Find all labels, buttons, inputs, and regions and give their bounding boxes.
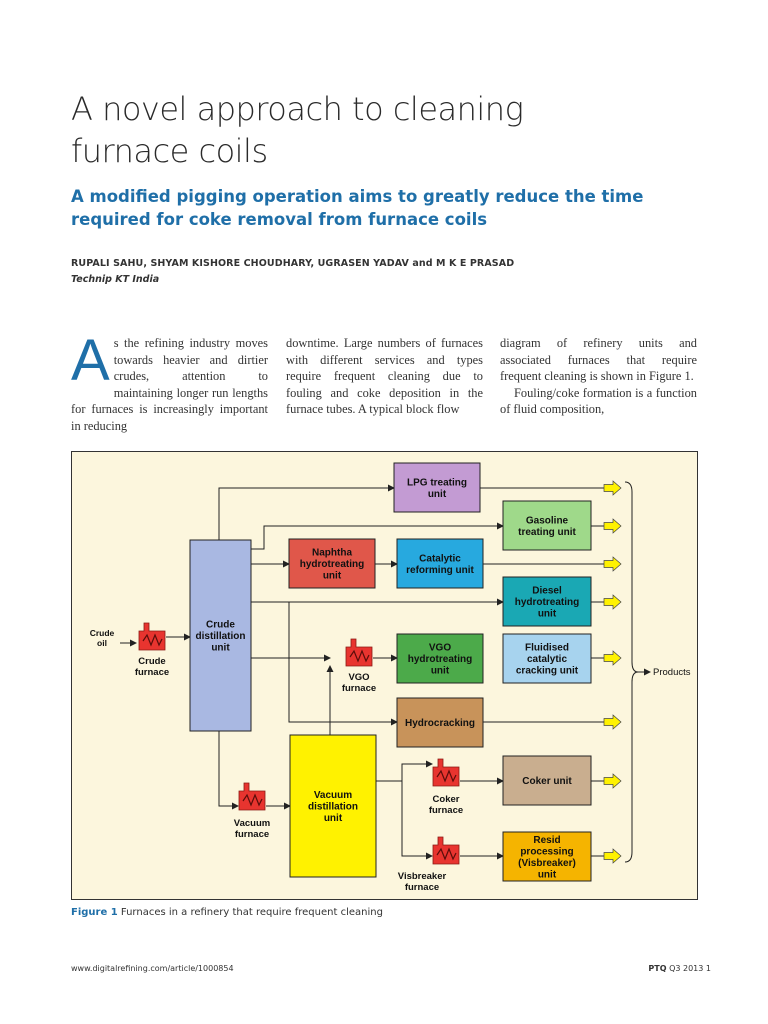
paragraph: Fouling/coke formation is a function of …	[500, 385, 697, 417]
unit-label-resid: (Visbreaker)	[518, 858, 576, 869]
unit-label-resid: processing	[520, 846, 573, 857]
unit-label-diesel: hydrotreating	[515, 597, 579, 608]
furnace-label-vgo: VGO	[348, 672, 369, 683]
unit-box-fcc	[502, 633, 592, 684]
flow-line	[401, 781, 433, 860]
furnace-icon-visbreaker	[432, 836, 460, 865]
unit-label-crude: Crude	[206, 620, 235, 631]
unit-box-crude	[189, 539, 252, 732]
unit-label-coker: Coker unit	[522, 776, 572, 787]
furnace-label-visbreaker: Visbreaker	[398, 871, 447, 882]
unit-box-diesel	[502, 576, 592, 627]
flow-line	[288, 602, 398, 726]
unit-label-catref: Catalytic	[419, 553, 461, 564]
unit-box-gasoline	[502, 500, 592, 551]
furnace-label-vgo: furnace	[342, 683, 376, 694]
unit-label-diesel: Diesel	[532, 586, 562, 597]
product-arrow-icon	[603, 594, 622, 610]
unit-label-vgo: unit	[431, 666, 450, 677]
product-arrow-icon	[603, 848, 622, 864]
unit-label-lpg: LPG treating	[407, 477, 467, 488]
unit-label-vacuum: Vacuum	[314, 790, 352, 801]
unit-box-catref	[396, 538, 484, 589]
furnace-label-visbreaker: furnace	[405, 882, 439, 893]
footer-journal: PTQ	[648, 964, 667, 973]
unit-label-vacuum: unit	[324, 813, 343, 824]
unit-label-diesel: unit	[538, 609, 557, 620]
product-arrow-icon	[603, 650, 622, 666]
footer-page: PTQ Q3 2013 1	[648, 964, 711, 973]
product-arrow-icon	[603, 518, 622, 534]
furnace-icon-coker	[432, 758, 460, 787]
flow-line	[376, 760, 433, 782]
flow-line	[218, 484, 395, 540]
author-list: RUPALI SAHU, SHYAM KISHORE CHOUDHARY, UG…	[71, 258, 515, 269]
unit-label-resid: Resid	[533, 835, 560, 846]
unit-box-resid	[502, 831, 592, 882]
flow-line	[218, 731, 239, 810]
unit-label-naphtha: unit	[323, 571, 342, 582]
unit-label-lpg: unit	[428, 489, 447, 500]
product-arrow-icon	[603, 714, 622, 730]
product-arrow-icon	[603, 556, 622, 572]
furnace-icon-crude	[138, 622, 166, 651]
furnace-label-vacuum: Vacuum	[234, 818, 270, 829]
affiliation: Technip KT India	[71, 274, 160, 285]
unit-box-vacuum	[289, 734, 377, 878]
product-arrow-icon	[603, 773, 622, 789]
flow-line	[251, 522, 504, 550]
unit-label-gasoline: treating unit	[518, 527, 576, 538]
unit-box-lpg	[393, 462, 481, 513]
furnace-icon-vacuum	[238, 782, 266, 811]
furnace-icon-vgo	[345, 638, 373, 667]
products-brace	[624, 481, 639, 863]
article-title: A novel approach to cleaning furnace coi…	[71, 88, 711, 172]
body-column-3: diagram of refinery units and associated…	[500, 335, 697, 418]
unit-box-hydrocracking	[396, 697, 484, 748]
caption-label: Figure 1	[71, 907, 118, 918]
body-column-1: A s the refining industry moves towards …	[71, 328, 268, 435]
crude-oil-label: oil	[97, 638, 107, 648]
products-label: Products	[653, 667, 691, 678]
crude-oil-label: Crude	[90, 628, 115, 638]
unit-label-fcc: catalytic	[527, 654, 567, 665]
title-line-1: A novel approach to cleaning	[71, 90, 524, 128]
furnace-label-crude: Crude	[138, 656, 165, 667]
unit-label-catref: reforming unit	[406, 565, 474, 576]
footer-url: www.digitalrefining.com/article/1000854	[71, 964, 234, 973]
unit-label-gasoline: Gasoline	[526, 515, 569, 526]
figure-caption: Figure 1 Furnaces in a refinery that req…	[71, 907, 383, 918]
caption-text: Furnaces in a refinery that require freq…	[117, 907, 383, 918]
body-column-2: downtime. Large numbers of furnaces with…	[286, 335, 483, 418]
unit-box-vgo	[396, 633, 484, 684]
furnace-label-coker: Coker	[433, 794, 460, 805]
paragraph: downtime. Large numbers of furnaces with…	[286, 336, 483, 417]
furnace-label-crude: furnace	[135, 667, 169, 678]
unit-label-fcc: cracking unit	[516, 666, 579, 677]
unit-label-vgo: VGO	[429, 643, 451, 654]
title-line-2: furnace coils	[71, 132, 268, 170]
unit-label-naphtha: Naphtha	[312, 548, 352, 559]
unit-box-coker	[502, 755, 592, 806]
unit-label-vacuum: distillation	[308, 802, 358, 813]
paragraph: s the refining industry moves towards he…	[71, 336, 268, 433]
unit-label-crude: unit	[211, 643, 230, 654]
unit-label-resid: unit	[538, 869, 557, 880]
paragraph: diagram of refinery units and associated…	[500, 336, 697, 384]
unit-label-fcc: Fluidised	[525, 643, 569, 654]
footer-issue: Q3 2013 1	[666, 964, 711, 973]
drop-cap: A	[71, 328, 110, 393]
unit-label-vgo: hydrotreating	[408, 654, 472, 665]
furnace-label-vacuum: furnace	[235, 829, 269, 840]
article-subtitle: A modified pigging operation aims to gre…	[71, 187, 644, 229]
unit-label-hydrocracking: Hydrocracking	[405, 718, 475, 729]
furnace-label-coker: furnace	[429, 805, 463, 816]
unit-label-naphtha: hydrotreating	[300, 559, 364, 570]
unit-box-naphtha	[288, 538, 376, 589]
unit-label-crude: distillation	[196, 631, 246, 642]
product-arrow-icon	[603, 480, 622, 496]
